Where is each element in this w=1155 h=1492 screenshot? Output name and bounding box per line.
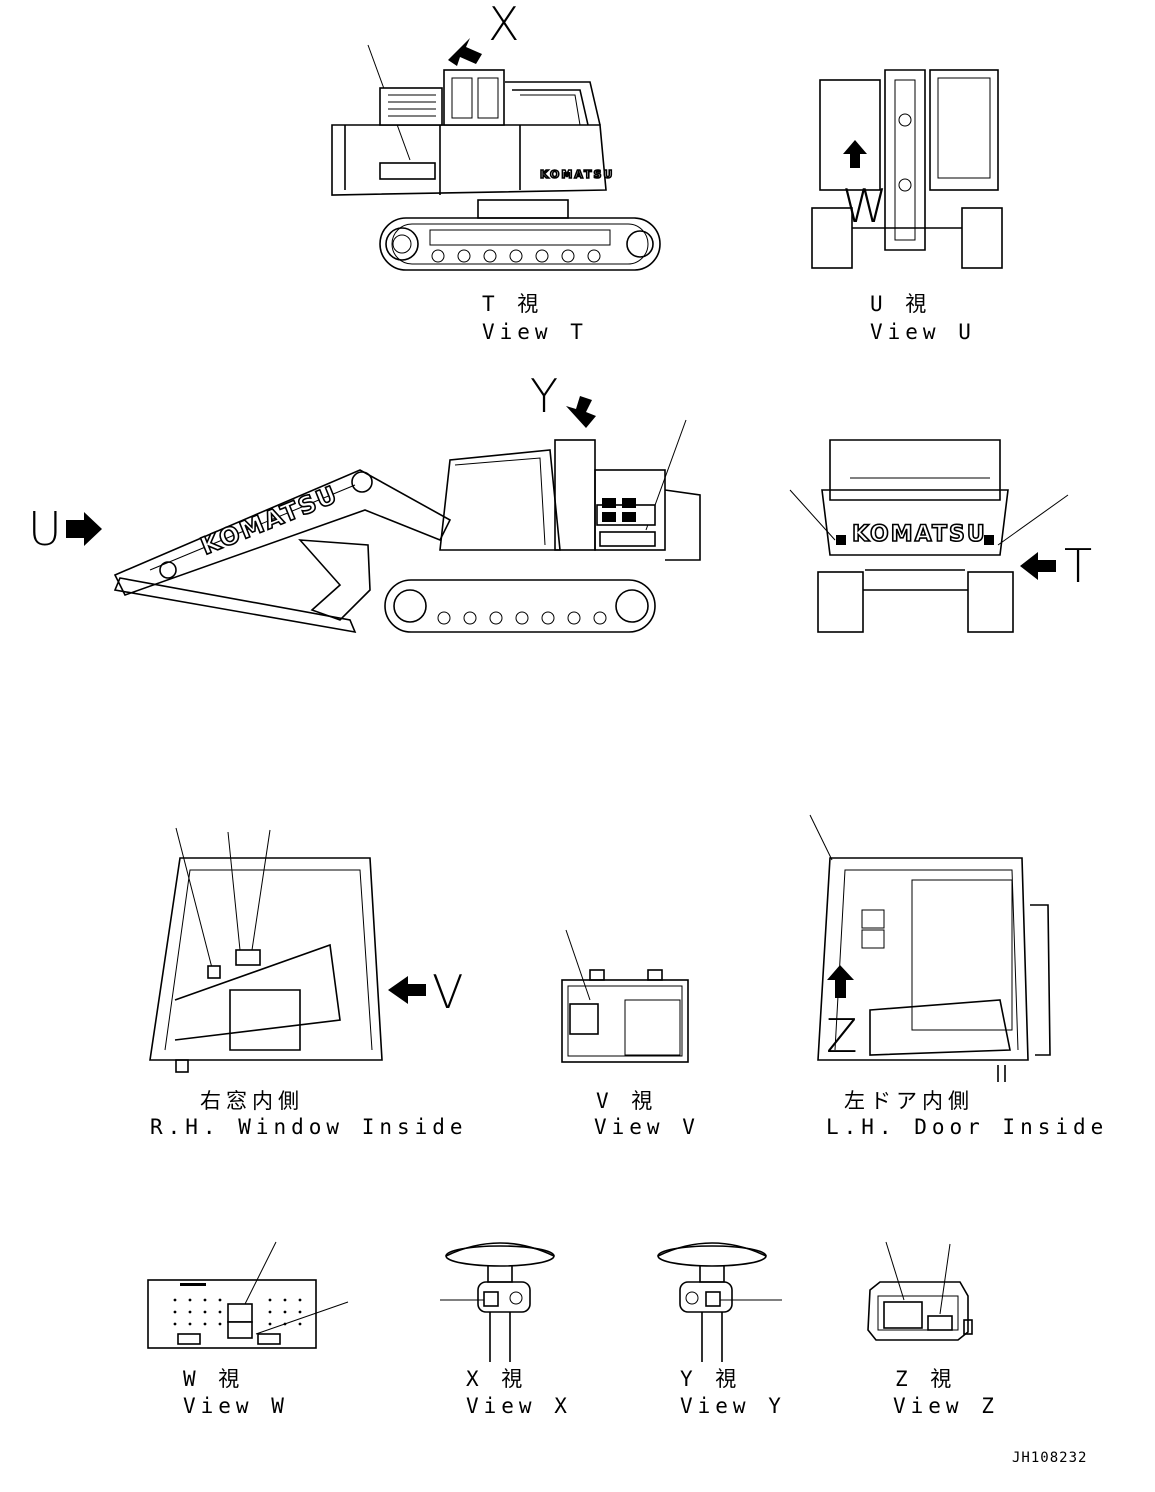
view-u-drawing: W — [811, 69, 1003, 269]
rh-window-en-caption: R.H. Window Inside — [150, 1115, 468, 1139]
view-w-en-caption: View W — [183, 1394, 289, 1418]
rh-window-drawing: V — [149, 827, 463, 1073]
side-view-drawing: Y U KOMATSU — [28, 369, 701, 634]
rear-view-drawing: KOMATSU T — [789, 439, 1092, 633]
view-z-en-caption: View Z — [893, 1394, 999, 1418]
view-w-drawing — [147, 1241, 349, 1349]
arrow-t-label: T — [1064, 539, 1092, 593]
arrow-y-label: Y — [530, 369, 558, 423]
view-u-jp-caption: U 視 — [870, 292, 931, 316]
arrow-w-label: W — [842, 179, 887, 233]
arrow-y-icon — [566, 396, 596, 428]
arrow-x-label: X — [488, 0, 520, 51]
brand-logo-t: KOMATSU — [540, 168, 614, 181]
view-v-drawing — [561, 929, 689, 1063]
arrow-x-icon — [448, 38, 482, 66]
view-z-jp-caption: Z 視 — [895, 1367, 956, 1391]
arrow-v-label: V — [432, 965, 463, 1019]
lh-door-en-caption: L.H. Door Inside — [826, 1115, 1108, 1139]
view-z-drawing — [867, 1241, 973, 1341]
rh-window-jp-caption: 右窓内側 — [200, 1089, 304, 1113]
arrow-w-icon — [843, 140, 867, 168]
arrow-t-icon — [1020, 552, 1056, 580]
view-v-en-caption: View V — [594, 1115, 700, 1139]
view-y-jp-caption: Y 視 — [680, 1367, 741, 1391]
view-w-jp-caption: W 視 — [183, 1367, 244, 1391]
arrow-u-icon — [66, 512, 102, 546]
view-u-en-caption: View U — [870, 320, 976, 344]
lh-door-jp-caption: 左ドア内側 — [844, 1089, 974, 1113]
view-x-jp-caption: X 視 — [466, 1367, 527, 1391]
brand-logo-boom: KOMATSU — [197, 480, 343, 561]
arrow-z-icon — [827, 965, 854, 998]
view-t-drawing: X KOMATSU — [331, 0, 661, 271]
view-y-en-caption: View Y — [680, 1394, 786, 1418]
view-t-en-caption: View T — [482, 320, 588, 344]
arrow-u-label: U — [28, 502, 62, 556]
view-x-drawing — [440, 1242, 555, 1362]
view-v-jp-caption: V 視 — [596, 1089, 657, 1113]
arrow-v-icon — [388, 976, 426, 1004]
view-t-jp-caption: T 視 — [482, 292, 543, 316]
view-y-drawing — [657, 1242, 782, 1362]
brand-logo-rear: KOMATSU — [852, 522, 987, 547]
drawing-number: JH108232 — [1012, 1450, 1087, 1466]
lh-door-drawing: Z — [809, 814, 1051, 1082]
arrow-z-label: Z — [826, 1009, 858, 1063]
view-x-en-caption: View X — [466, 1394, 572, 1418]
